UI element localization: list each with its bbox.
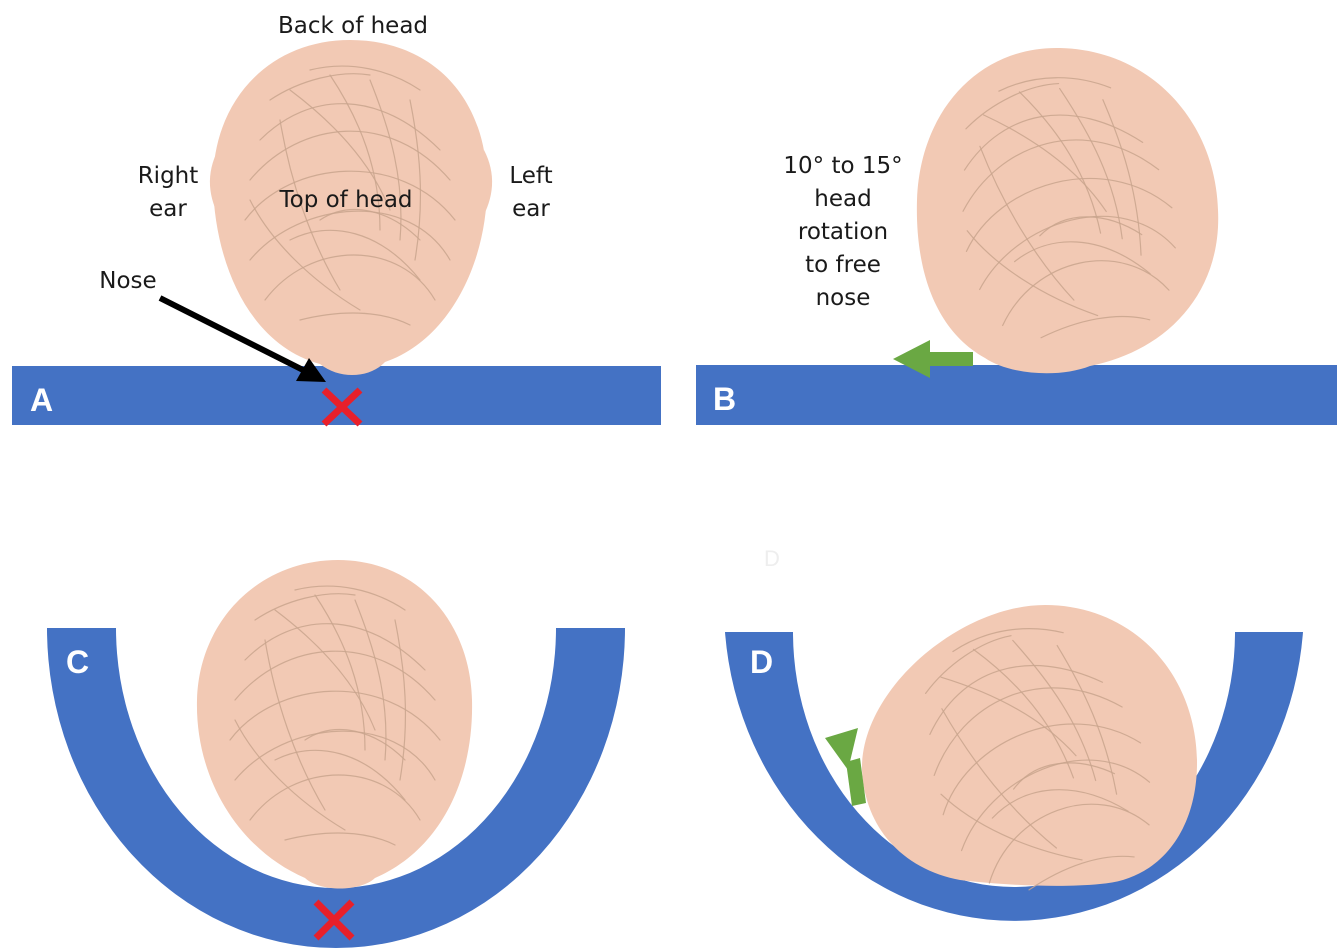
panel-letter-a: A bbox=[30, 382, 53, 418]
label-back-of-head: Back of head bbox=[278, 13, 428, 39]
panel-letter-c: C bbox=[66, 644, 89, 680]
panel-d: D D bbox=[725, 546, 1303, 921]
label-rotation-line2: head bbox=[814, 186, 871, 212]
label-rotation-line3: rotation bbox=[798, 219, 888, 245]
label-right-ear-line2: ear bbox=[149, 196, 187, 222]
label-left-ear-line2: ear bbox=[512, 196, 550, 222]
flat-surface-b bbox=[696, 365, 1337, 425]
head-shape-b bbox=[917, 48, 1218, 373]
faint-letter-d: D bbox=[764, 546, 780, 571]
label-right-ear-line1: Right bbox=[138, 163, 199, 189]
panel-letter-d: D bbox=[750, 644, 773, 680]
label-rotation-line4: to free bbox=[805, 252, 881, 278]
panel-c: C bbox=[47, 560, 625, 948]
head-shape-c bbox=[197, 560, 472, 889]
panel-letter-b: B bbox=[713, 381, 736, 417]
label-left-ear-line1: Left bbox=[509, 163, 552, 189]
label-nose: Nose bbox=[99, 268, 156, 294]
head-c bbox=[197, 560, 472, 889]
head-shape-d bbox=[862, 605, 1197, 886]
label-rotation-line1: 10° to 15° bbox=[783, 153, 902, 179]
label-rotation-line5: nose bbox=[816, 285, 871, 311]
label-top-of-head: Top of head bbox=[278, 187, 412, 213]
panel-a: Back of head Right ear Left ear Top of h… bbox=[12, 13, 661, 425]
head-b bbox=[917, 48, 1218, 373]
panel-b: 10° to 15° head rotation to free nose B bbox=[696, 48, 1337, 425]
